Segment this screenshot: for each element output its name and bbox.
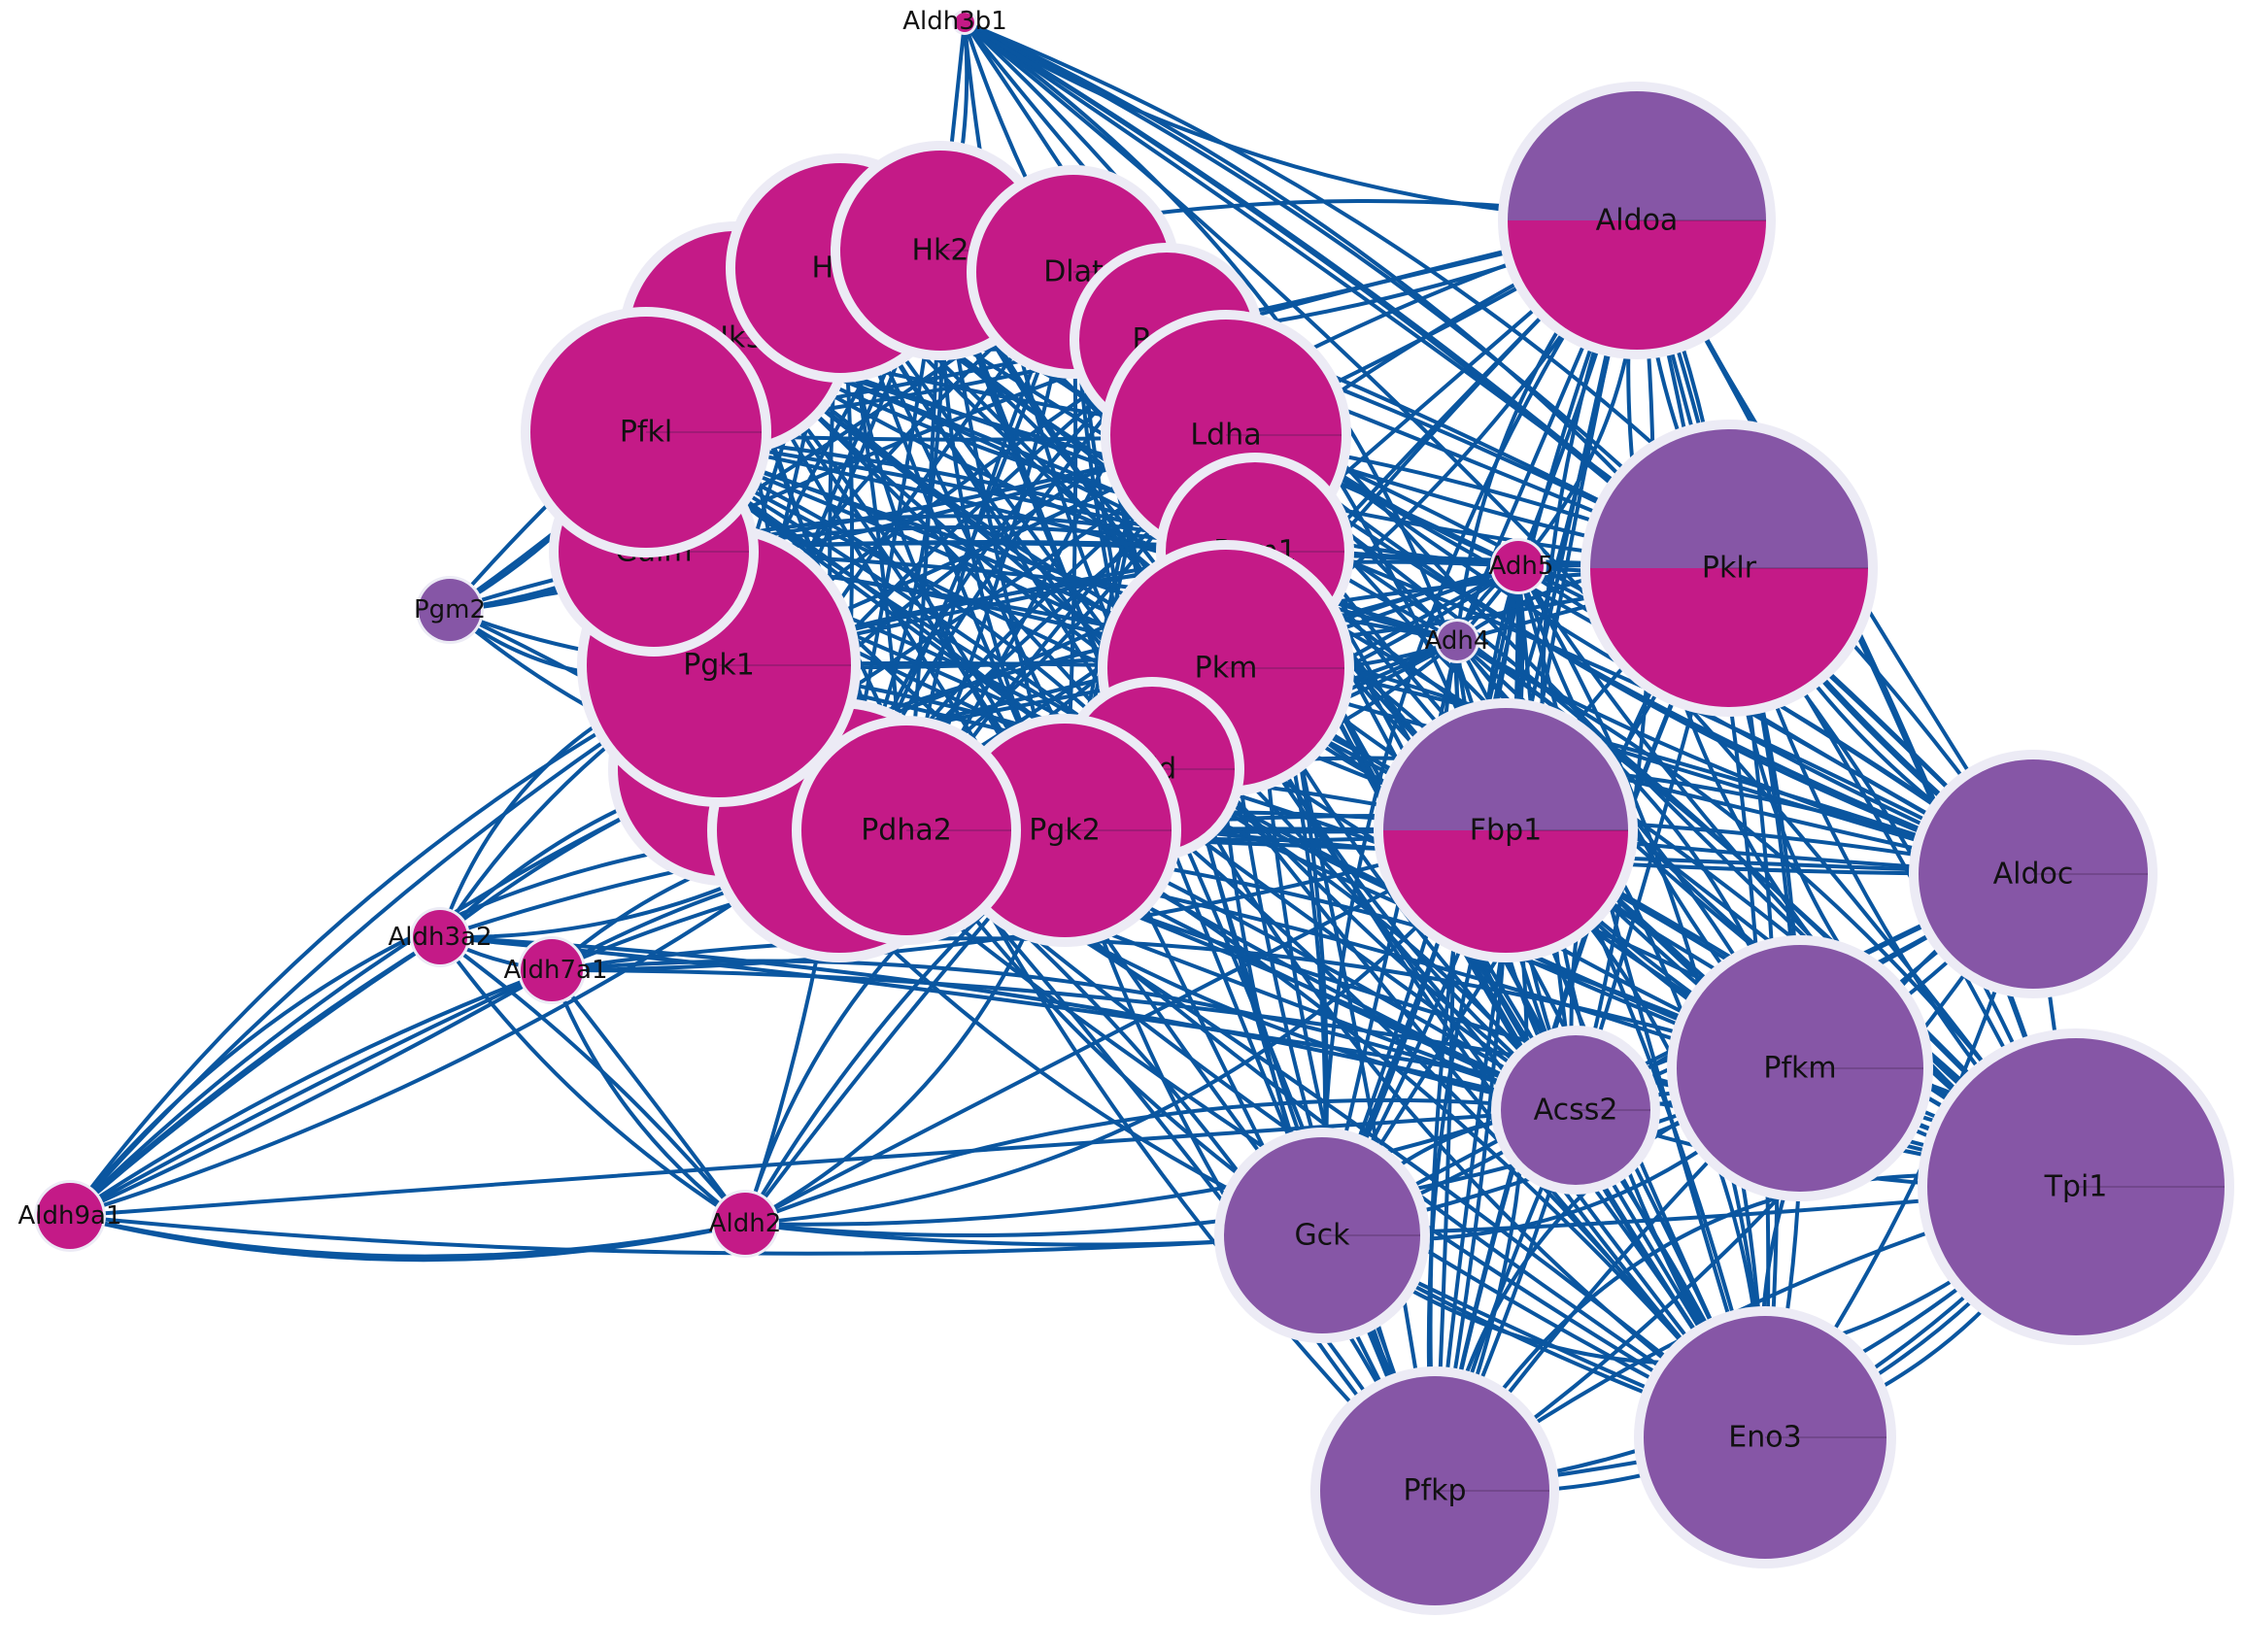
node-acss2[interactable]: Acss2 <box>1491 1026 1660 1195</box>
edge-pfkl-eno3 <box>644 430 1767 1439</box>
node-fill <box>1320 1376 1549 1605</box>
node-tpi1[interactable]: Tpi1 <box>1918 1028 2234 1345</box>
node-label: Hk2 <box>911 234 969 268</box>
node-fill <box>419 579 481 641</box>
node-label: Aldh9a1 <box>17 1201 121 1231</box>
node-label: Acss2 <box>1534 1094 1618 1128</box>
edge-aldh3b1-aldoc <box>963 20 2035 876</box>
node-label: Fbp1 <box>1470 814 1542 848</box>
edge-aldoa-tpi1 <box>1626 219 2078 1189</box>
node-fill-top <box>1508 91 1766 220</box>
edge-aldh9a1-acss2 <box>68 1108 1578 1218</box>
edge-aldh2-fbp1 <box>743 828 1508 1226</box>
node-fill <box>958 724 1172 937</box>
edge-hk3-eno3 <box>733 336 1767 1439</box>
node-label: Tpi1 <box>2044 1170 2108 1204</box>
node-fill <box>1919 759 2148 989</box>
node-fill-bottom <box>1508 220 1766 350</box>
node-label: Aldh2 <box>709 1209 782 1238</box>
node-pfkp[interactable]: Pfkp <box>1310 1366 1559 1615</box>
node-adh5[interactable]: Adh5 <box>1489 538 1554 594</box>
node-label: Aldoc <box>1993 858 2074 892</box>
node-label: Pkm <box>1195 652 1258 686</box>
node-fill <box>955 13 974 32</box>
node-fill <box>714 1193 776 1255</box>
node-fill <box>1438 622 1477 660</box>
node-fill <box>1224 1137 1420 1333</box>
node-label: Aldh7a1 <box>503 956 607 985</box>
node-gck[interactable]: Gck <box>1214 1128 1430 1343</box>
node-fbp1[interactable]: Fbp1 <box>1374 698 1638 962</box>
node-aldh3a2[interactable]: Aldh3a2 <box>388 907 493 967</box>
node-label: Aldh3a2 <box>388 923 492 952</box>
network-nodes: Aldh3b1Hk3Hk1Hk2DlatPck1LdhaPgm1PkmDldPg… <box>17 7 2234 1615</box>
node-label: Ldha <box>1190 419 1261 453</box>
node-aldh2[interactable]: Aldh2 <box>709 1190 782 1258</box>
node-fill <box>1644 1316 1886 1559</box>
node-aldh3b1[interactable]: Aldh3b1 <box>902 7 1007 36</box>
node-pgk2[interactable]: Pgk2 <box>948 714 1181 947</box>
node-label: Pdha2 <box>861 814 952 848</box>
edge-aldh3b1-aldoc <box>963 20 2035 876</box>
node-fill <box>521 939 583 1001</box>
node-aldh9a1[interactable]: Aldh9a1 <box>17 1180 122 1252</box>
node-fill <box>1493 541 1544 591</box>
node-aldh7a1[interactable]: Aldh7a1 <box>503 936 608 1004</box>
edge-aldh3a2-aldh9a1 <box>68 935 442 1218</box>
edge-aldh7a1-aldh2 <box>550 968 747 1226</box>
node-label: Pgm2 <box>414 595 486 624</box>
edge-aldh9a1-aldh2 <box>68 1214 747 1259</box>
node-adh4[interactable]: Adh4 <box>1425 619 1490 663</box>
node-eno3[interactable]: Eno3 <box>1634 1306 1896 1568</box>
node-fill <box>1927 1038 2225 1335</box>
edge-aldh9a1-pdha1 <box>68 767 727 1218</box>
node-label: Gck <box>1294 1219 1350 1253</box>
edge-aldh9a1-aldh3a2 <box>68 935 442 1218</box>
node-label: Pklr <box>1702 552 1757 586</box>
node-pgm2[interactable]: Pgm2 <box>414 576 486 644</box>
edge-aldoa-eno3 <box>1635 219 1771 1439</box>
node-fill <box>413 910 467 964</box>
node-pdha2[interactable]: Pdha2 <box>792 716 1021 945</box>
node-aldoc[interactable]: Aldoc <box>1909 750 2158 998</box>
node-fill <box>37 1183 103 1249</box>
node-pfkm[interactable]: Pfkm <box>1667 935 1933 1201</box>
node-label: Pfkm <box>1763 1052 1836 1086</box>
edge-aldh3b1-tpi1 <box>963 20 2078 1189</box>
node-fill <box>1677 945 1923 1192</box>
node-label: Pgk1 <box>683 649 755 683</box>
node-fill <box>530 317 762 548</box>
node-fill <box>1501 1035 1650 1185</box>
node-label: Aldoa <box>1596 204 1679 238</box>
node-pfkl[interactable]: Pfkl <box>521 307 771 557</box>
node-label: Pgk2 <box>1029 814 1101 848</box>
node-label: Adh4 <box>1425 626 1490 656</box>
edge-aldh7a1-pfkm <box>550 936 1802 1070</box>
edge-aldh7a1-aldh9a1 <box>68 968 554 1218</box>
edge-aldh7a1-aldh2 <box>550 968 747 1226</box>
node-label: Aldh3b1 <box>902 7 1007 36</box>
edge-aldh9a1-aldh7a1 <box>68 968 554 1218</box>
node-label: Adh5 <box>1489 552 1554 581</box>
edge-aldh7a1-acss2 <box>550 959 1578 1112</box>
node-label: Pfkl <box>620 416 672 450</box>
node-label: Eno3 <box>1728 1421 1801 1455</box>
node-fill <box>801 725 1011 935</box>
edge-aldh7a1-aldh9a1 <box>68 968 554 1218</box>
node-label: Pfkp <box>1403 1474 1466 1508</box>
edge-aldh3a2-aldh2 <box>438 935 747 1226</box>
node-pklr[interactable]: Pklr <box>1580 420 1878 717</box>
node-aldoa[interactable]: Aldoa <box>1498 82 1776 359</box>
